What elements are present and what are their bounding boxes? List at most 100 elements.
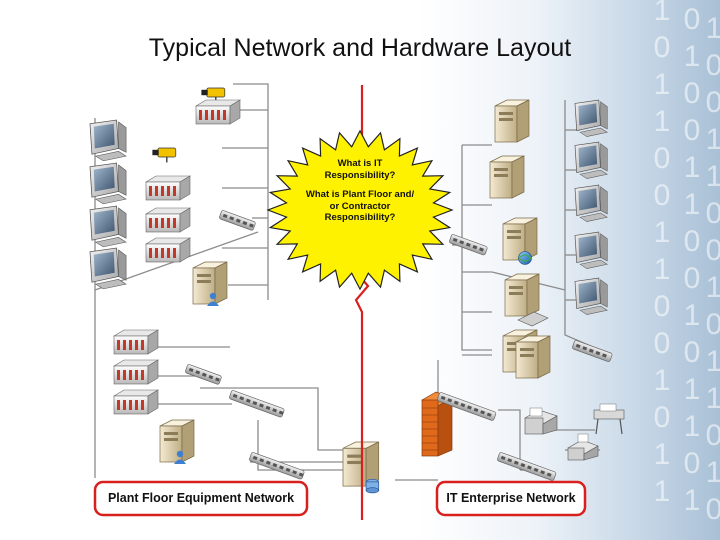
burst-question-plant-2: or Contractor (329, 200, 391, 212)
binary-digit: 0 (706, 86, 720, 119)
crt-monitor-icon (574, 184, 608, 222)
server-tower-icon (502, 217, 538, 265)
burst-question-plant-1: What is Plant Floor and/ (305, 189, 415, 200)
connection-line (461, 145, 492, 351)
binary-digit: 1 (706, 160, 720, 193)
binary-digit: 0 (654, 179, 671, 212)
connection-line (233, 83, 269, 300)
binary-digit: 1 (706, 382, 720, 415)
plc-rack-icon (144, 175, 192, 201)
network-switch-icon (249, 452, 305, 480)
crt-monitor-icon (574, 99, 608, 137)
binary-digit: 0 (706, 308, 720, 341)
printer-icon (524, 407, 558, 435)
burst-question-plant-3: Responsibility? (324, 212, 396, 223)
binary-digit: 1 (654, 364, 671, 397)
connection-line (200, 387, 345, 451)
connection-line (498, 409, 521, 470)
binary-digit: 1 (684, 40, 701, 73)
binary-digit: 0 (654, 290, 671, 323)
binary-digit: 1 (684, 151, 701, 184)
plc-rack-icon (194, 99, 242, 125)
network-switch-icon (449, 234, 488, 256)
it-enterprise-network-label-box (435, 480, 587, 517)
server-tower-icon (494, 99, 530, 143)
binary-digit: 0 (706, 234, 720, 267)
binary-digit: 0 (684, 225, 701, 258)
binary-digit: 0 (706, 197, 720, 230)
burst-questions: What is IT Responsibility? What is Plant… (290, 158, 430, 224)
binary-digit: 0 (706, 493, 720, 526)
binary-digit: 0 (654, 401, 671, 434)
binary-digit: 1 (684, 188, 701, 221)
binary-digit: 0 (654, 327, 671, 360)
binary-digit: 1 (654, 68, 671, 101)
binary-digit: 0 (654, 142, 671, 175)
plc-rack-icon (144, 237, 192, 263)
network-switch-icon (572, 340, 613, 362)
it-enterprise-network-label: IT Enterprise Network (446, 491, 576, 505)
binary-digit: 1 (684, 410, 701, 443)
crt-monitor-icon (89, 162, 127, 205)
page-title: Typical Network and Hardware Layout (148, 34, 572, 62)
laptop-icon (517, 311, 549, 327)
crt-monitor-icon (574, 231, 608, 269)
plc-rack-icon (144, 207, 192, 233)
server-tower-icon (342, 441, 380, 494)
burst-question-it-1: What is IT (337, 158, 383, 169)
binary-digit: 0 (706, 419, 720, 452)
crt-monitor-icon (574, 141, 608, 179)
binary-digit: 1 (706, 456, 720, 489)
binary-digit: 0 (684, 114, 701, 147)
plant-floor-network-label: Plant Floor Equipment Network (107, 491, 295, 505)
server-tower-icon (159, 419, 195, 464)
network-switch-icon (185, 364, 222, 385)
binary-digit: 1 (706, 345, 720, 378)
camera-icon (152, 147, 177, 163)
server-tower-icon (504, 273, 540, 317)
binary-digit: 1 (654, 475, 671, 508)
binary-digit: 1 (706, 123, 720, 156)
plc-rack-icon (112, 359, 160, 385)
crt-monitor-icon (89, 247, 127, 290)
network-switch-icon (219, 210, 256, 231)
firewall-icon (421, 391, 453, 457)
camera-icon (201, 87, 226, 103)
crt-monitor-icon (89, 119, 127, 162)
server-tower-icon (515, 335, 551, 379)
binary-digit: 1 (706, 12, 720, 45)
binary-digit: 1 (654, 0, 671, 27)
fax-icon (567, 433, 599, 461)
binary-digit: 0 (684, 262, 701, 295)
binary-digit: 0 (684, 77, 701, 110)
binary-digit: 1 (706, 271, 720, 304)
plc-rack-icon (112, 389, 160, 415)
crt-monitor-icon (574, 277, 608, 315)
plc-rack-icon (112, 329, 160, 355)
responsibility-burst (266, 129, 454, 291)
binary-digit: 1 (654, 105, 671, 138)
plotter-icon (593, 403, 625, 435)
network-switch-icon (229, 390, 285, 418)
binary-digit: 0 (684, 336, 701, 369)
network-switch-icon (437, 392, 497, 421)
binary-digit: 0 (706, 49, 720, 82)
binary-digit: 1 (684, 484, 701, 517)
binary-digit: 0 (654, 31, 671, 64)
burst-question-it-2: Responsibility? (324, 169, 396, 181)
server-tower-icon (489, 155, 525, 199)
burst-spacer (290, 181, 430, 189)
plant-floor-network-label-box (93, 480, 309, 517)
binary-digit: 1 (654, 253, 671, 286)
connection-line (257, 420, 345, 471)
binary-digit: 1 (684, 373, 701, 406)
binary-digit: 1 (654, 216, 671, 249)
server-tower-icon (192, 261, 228, 306)
network-switch-icon (497, 452, 557, 481)
binary-digit: 1 (654, 438, 671, 471)
binary-digit: 0 (684, 3, 701, 36)
crt-monitor-icon (89, 205, 127, 248)
